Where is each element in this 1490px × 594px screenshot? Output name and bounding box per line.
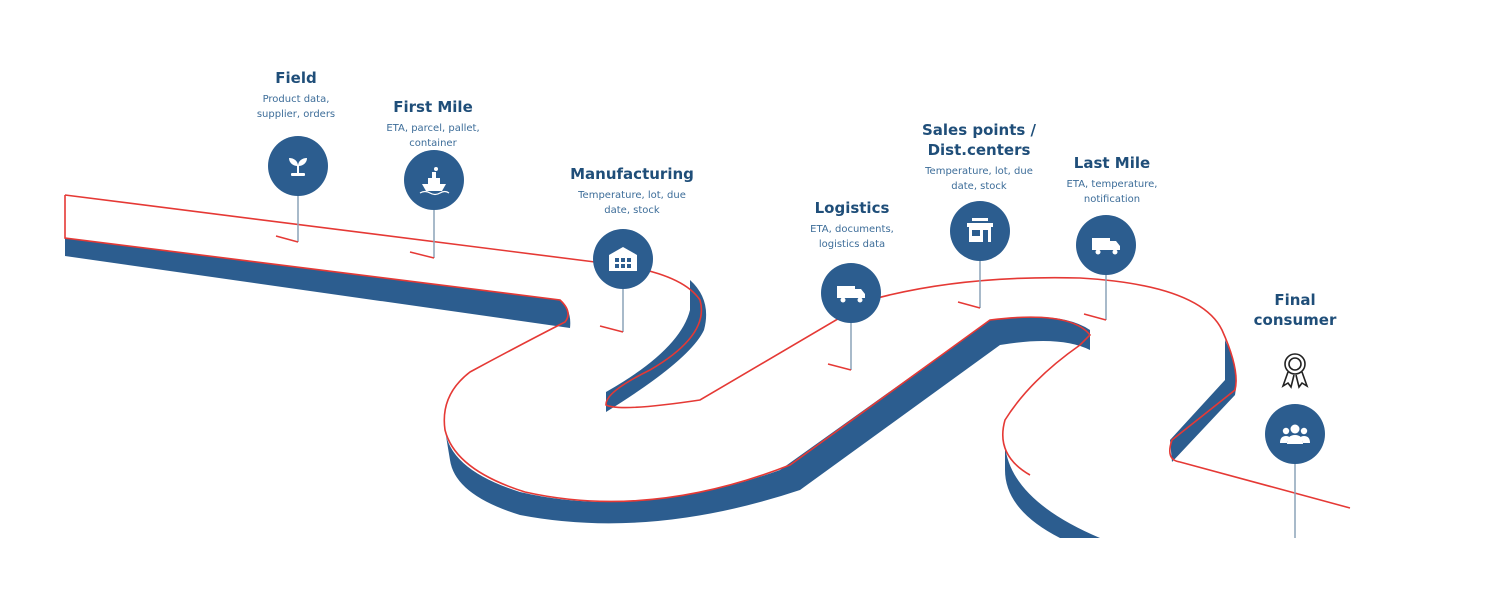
stage-title: Final consumer [1253, 291, 1337, 329]
stage-logistics-label: Logistics ETA, documents, logistics data [792, 198, 912, 252]
stage-last-mile-label: Last Mile ETA, temperature, notification [1052, 153, 1172, 207]
truck-icon [821, 263, 881, 323]
stage-sales-points-label: Sales points / Dist.centers Temperature,… [905, 120, 1053, 194]
stage-description: Temperature, lot, due date, stock [578, 190, 686, 216]
stage-title: Last Mile [1073, 154, 1151, 172]
stage-title: Field [275, 69, 317, 87]
road-sides [65, 238, 1237, 538]
stage-description: Product data, supplier, orders [256, 94, 336, 120]
stage-title: Logistics [814, 199, 890, 217]
stage-manufacturing-label: Manufacturing Temperature, lot, due date… [562, 164, 702, 218]
stage-description: ETA, parcel, pallet, container [386, 123, 480, 149]
award-ribbon-icon [1281, 353, 1309, 389]
stage-title: Manufacturing [570, 165, 694, 183]
sprout-icon [268, 136, 328, 196]
road-edge-line [64, 195, 1092, 503]
stage-first-mile-label: First Mile ETA, parcel, pallet, containe… [372, 97, 494, 151]
ship-icon [404, 150, 464, 210]
stage-title: First Mile [393, 98, 473, 116]
stage-description: ETA, documents, logistics data [810, 224, 894, 250]
stage-title: Sales points / Dist.centers [921, 121, 1037, 159]
store-icon [950, 201, 1010, 261]
stage-description: ETA, temperature, notification [1066, 179, 1158, 205]
factory-icon [593, 229, 653, 289]
people-icon [1265, 404, 1325, 464]
stage-field-label: Field Product data, supplier, orders [236, 68, 356, 122]
truck-icon [1076, 215, 1136, 275]
stage-description: Temperature, lot, due date, stock [925, 166, 1033, 192]
pin-stems [297, 190, 1296, 538]
pin-markers [275, 235, 1107, 371]
stage-final-consumer-label: Final consumer [1245, 290, 1345, 330]
